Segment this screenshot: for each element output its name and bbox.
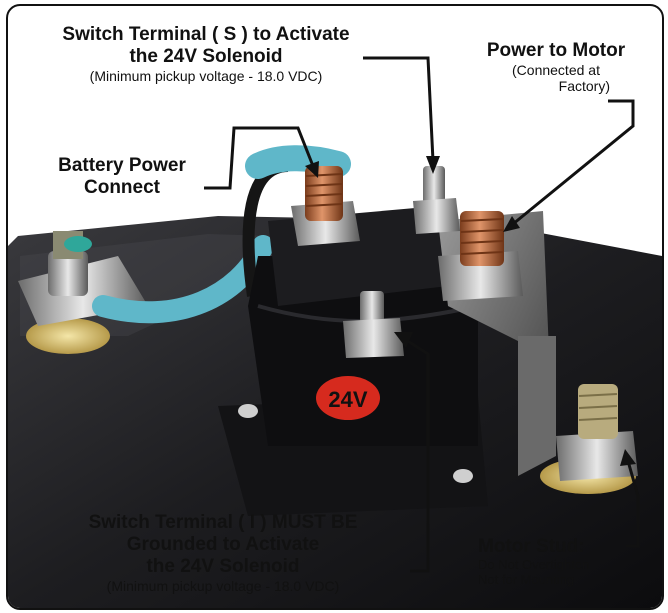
motor-stud-line2: Not for Mounting [478, 571, 575, 587]
switch-s-line1: Switch Terminal ( S ) to Activate [62, 24, 350, 45]
leader-lines [204, 56, 640, 573]
power-motor-title: Power to Motor [486, 40, 626, 61]
switch-i-line2: Grounded to Activate [126, 533, 320, 555]
motor-stud-line1: Do Not Overtighten [478, 556, 590, 572]
switch-i-note: (Minimum pickup voltage - 18.0 VDC) [106, 577, 340, 594]
label-switch-i: Switch Terminal ( I ) MUST BE Grounded t… [38, 512, 408, 594]
battery-terminal [291, 166, 360, 246]
label-battery: Battery Power Connect [42, 155, 202, 199]
switch-i-line3: the 24V Solenoid [146, 555, 300, 577]
blue-sleeve [245, 145, 351, 179]
power-motor-line2: Factory) [558, 77, 610, 94]
battery-line1: Battery Power [58, 155, 186, 176]
green-mark [64, 236, 92, 252]
label-switch-s: Switch Terminal ( S ) to Activate the 24… [26, 24, 386, 84]
solenoid-photo: 24V [8, 56, 662, 608]
switch-s-note: (Minimum pickup voltage - 18.0 VDC) [89, 67, 323, 84]
photo-frame: 24V [6, 4, 664, 610]
power-motor-line1: (Connected at [512, 61, 600, 78]
s-terminal [413, 166, 460, 234]
i-terminal [343, 291, 404, 358]
voltage-badge: 24V [316, 376, 380, 420]
switch-i-line1: Switch Terminal ( I ) MUST BE [88, 512, 358, 533]
motor-stud [540, 384, 638, 494]
switch-s-line2: the 24V Solenoid [129, 45, 283, 67]
motor-stud-title: Motor Stud: [478, 536, 585, 557]
leader-motor-stud [626, 460, 640, 548]
leader-switch-s [363, 56, 435, 162]
badge-text: 24V [328, 387, 367, 412]
leader-arrowheads [305, 156, 636, 466]
motor-terminal [438, 211, 523, 301]
label-power-to-motor: Power to Motor (Connected at Factory) [466, 40, 646, 94]
battery-line2: Connect [84, 176, 160, 198]
leader-battery [204, 126, 315, 190]
leader-switch-i [402, 336, 430, 573]
leader-power-motor [512, 99, 635, 226]
label-motor-stud: Motor Stud: Do Not Overtighten Not for M… [478, 536, 628, 588]
